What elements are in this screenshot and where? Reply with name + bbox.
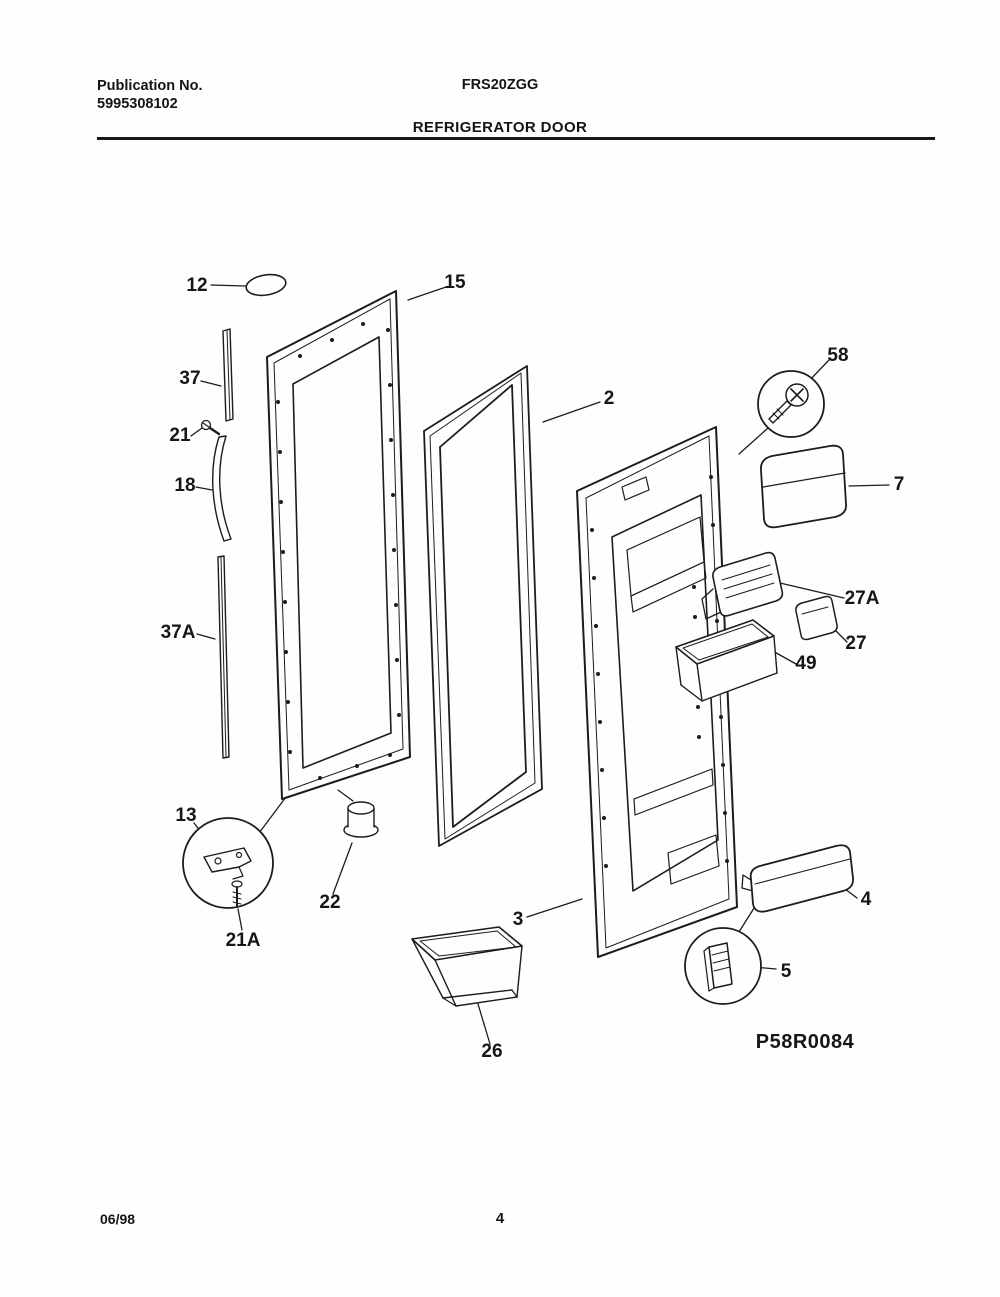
inner-door-panel-part	[576, 426, 738, 958]
publication-block: Publication No. 5995308102	[97, 77, 203, 113]
publication-number: 5995308102	[97, 96, 178, 112]
door-gasket-part	[423, 365, 543, 847]
small-bin-part	[675, 619, 778, 702]
callout-labels: 12 15 37 21 18 37A 2 58 7 27A 27 49 13 2…	[161, 272, 905, 1062]
callout-13: 13	[175, 805, 196, 826]
callout-22: 22	[319, 892, 340, 913]
upper-trim-strip-part	[222, 328, 234, 422]
publication-label: Publication No.	[97, 78, 203, 94]
endcap-detail-circle	[684, 927, 762, 1005]
door-cap-part	[343, 801, 379, 838]
callout-7: 7	[894, 474, 905, 495]
lower-trim-strip-part	[217, 555, 230, 759]
hole-plug-part	[245, 273, 287, 297]
dairy-door-part	[701, 551, 784, 620]
callout-15: 15	[444, 272, 466, 293]
page-title: REFRIGERATOR DOOR	[412, 119, 588, 136]
diagram-code: P58R0084	[756, 1031, 855, 1053]
callout-37: 37	[179, 368, 200, 389]
shelf-rail-part	[741, 844, 854, 913]
footer-page-number: 4	[495, 1210, 505, 1227]
callout-58: 58	[827, 345, 848, 366]
header-rule	[97, 137, 935, 140]
curved-trim-part	[212, 435, 232, 542]
screw-21a-part	[231, 880, 243, 907]
callout-3: 3	[513, 909, 524, 930]
callout-37a: 37A	[161, 622, 196, 643]
callout-21: 21	[169, 425, 191, 446]
footer-date: 06/98	[100, 1211, 136, 1227]
callout-21a: 21A	[226, 930, 261, 951]
callout-27: 27	[845, 633, 866, 654]
callout-26: 26	[481, 1041, 502, 1062]
callout-12: 12	[186, 275, 207, 296]
panel-screw-holes	[276, 322, 401, 780]
outer-door-panel-part	[266, 290, 411, 800]
bracket-detail-circle	[182, 817, 274, 909]
bottom-bin-part	[411, 926, 523, 1007]
covered-bin-part	[760, 444, 847, 529]
dairy-cover-part	[795, 595, 838, 641]
callout-49: 49	[795, 653, 816, 674]
callout-18: 18	[174, 475, 195, 496]
screw-detail-circle	[757, 370, 825, 438]
callout-4: 4	[861, 889, 872, 910]
callout-27a: 27A	[845, 588, 880, 609]
callout-5: 5	[781, 961, 792, 982]
model-number: FRS20ZGG	[461, 77, 539, 93]
screw-part	[200, 419, 221, 436]
callout-2: 2	[604, 388, 615, 409]
